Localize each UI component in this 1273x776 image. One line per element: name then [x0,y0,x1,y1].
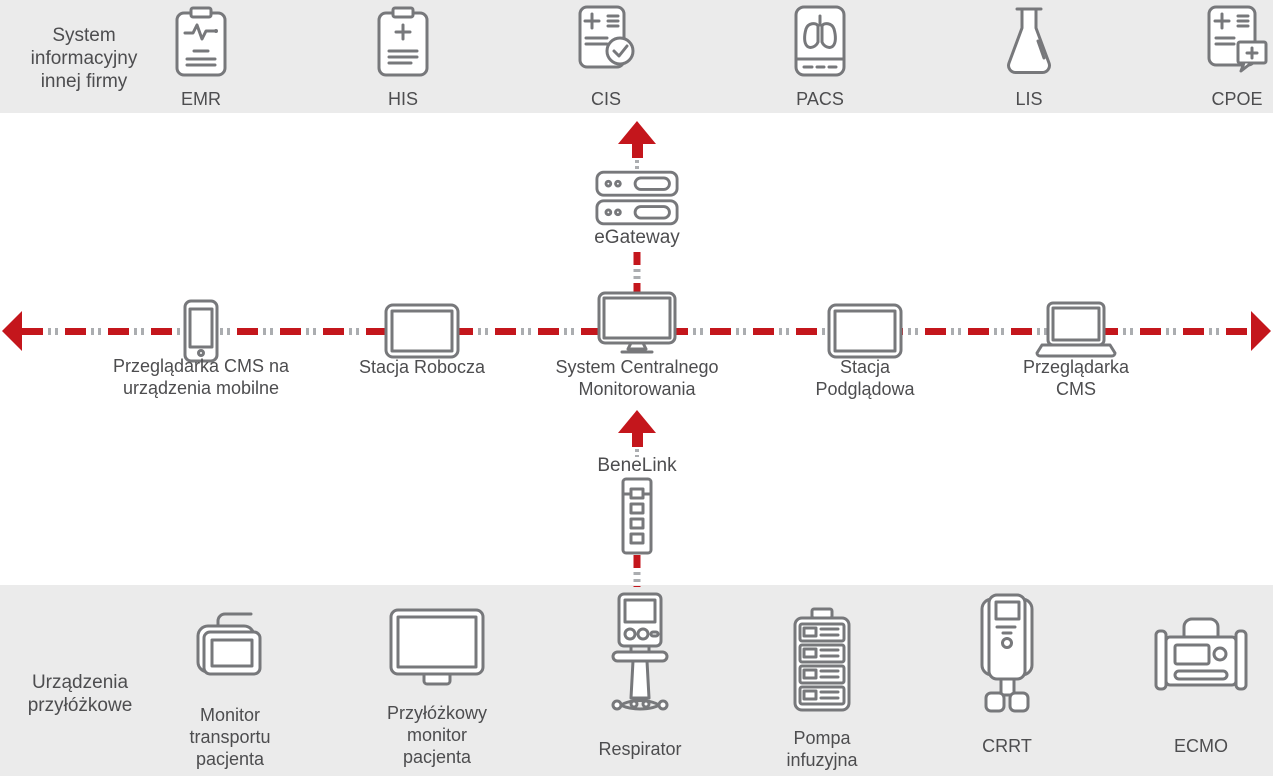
transport-monitor-label: Monitor transportu pacjenta [189,705,271,769]
bedside-monitor-icon [388,608,486,688]
pacs-lungs-tablet-icon [793,4,847,78]
mobile-phone-icon [182,299,220,363]
crrt-label: CRRT [982,736,1032,756]
transport-monitor-icon [192,610,268,680]
cis-document-check-icon [573,4,639,80]
emr-label: EMR [181,89,221,109]
infusion-pump-label: Pompa infuzyjna [786,728,858,770]
bedside-monitor-label: Przyłóżkowy monitor pacjenta [386,703,488,767]
benelink-to-cms-arrow-icon [618,410,656,447]
emr-clipboard-icon [172,6,230,80]
ecmo-label: ECMO [1174,736,1228,756]
cis-label: CIS [590,89,622,109]
third-party-band-title: System informacyjny innej firmy [30,25,138,92]
dotted-connector [635,160,639,169]
cms-browser-label: Przeglądarka CMS [1022,357,1130,399]
dotted-connector [635,449,639,457]
bedside-band-title: Urządzenia przyłóżkowe [27,672,133,716]
infusion-pump-icon [791,607,853,713]
gateway-to-cis-arrow-icon [618,121,656,158]
benelink-to-devices-dashed-line [633,555,641,587]
workstation-label: Stacja Robocza [358,357,486,377]
cms-mobile-label: Przeglądarka CMS na urządzenia mobilne [112,356,290,398]
benelink-module-icon [618,477,656,555]
central-monitoring-label: System Centralnego Monitorowania [555,357,719,399]
workstation-tablet-icon [384,303,460,359]
gateway-to-cms-dashed-line [633,252,641,292]
server-stack-icon [595,170,679,226]
laptop-icon [1035,301,1117,359]
lis-label: LIS [1015,89,1043,109]
cpoe-order-note-icon [1204,4,1270,78]
crrt-machine-icon [974,593,1040,715]
his-label: HIS [387,89,419,109]
his-clipboard-icon [374,6,432,80]
benelink-label: BeneLink [597,455,677,476]
viewing-station-label: Stacja Podglądowa [815,357,915,399]
egateway-label: eGateway [594,227,680,248]
ecmo-machine-icon [1154,615,1248,697]
lis-flask-icon [1000,6,1058,78]
pacs-label: PACS [796,89,844,109]
central-monitor-icon [597,291,677,355]
cpoe-label: CPOE [1211,89,1263,109]
arrow-left-icon [2,311,22,351]
viewing-tablet-icon [827,303,903,359]
ventilator-icon [607,592,673,720]
ventilator-label: Respirator [598,739,682,759]
arrow-right-icon [1251,311,1271,351]
